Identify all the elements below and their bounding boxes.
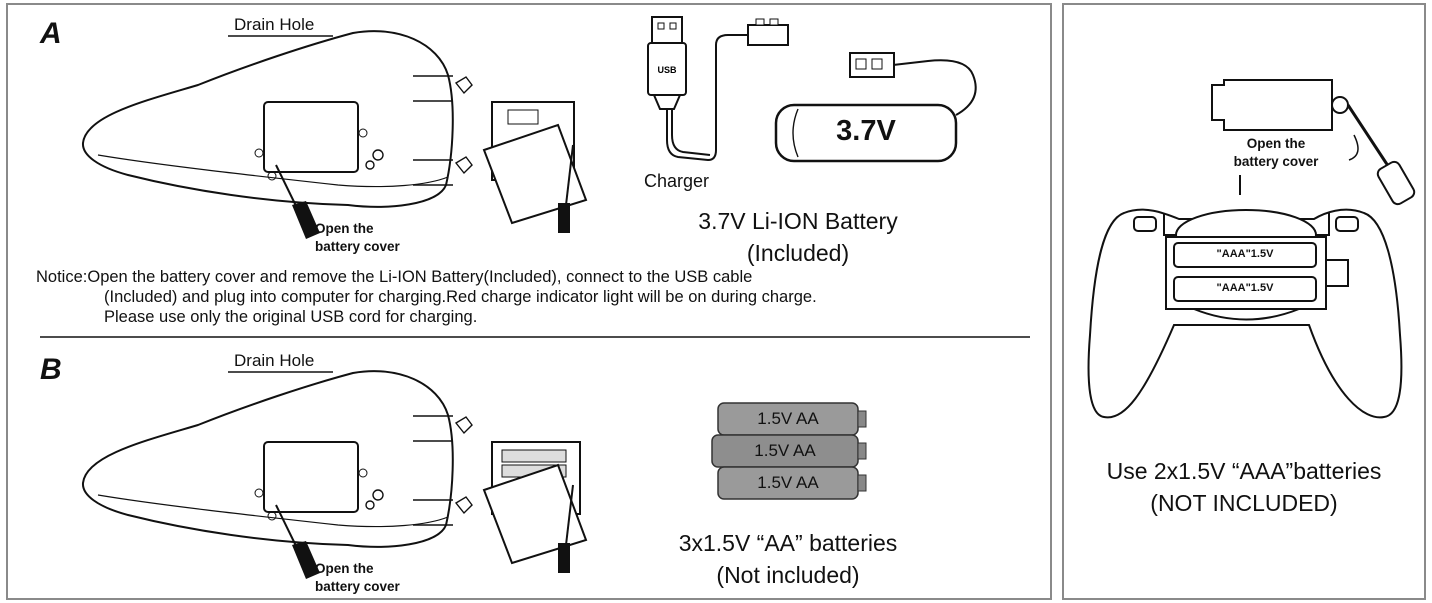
section-a-illustration: USB (40, 16, 1030, 579)
charger-label: Charger (644, 171, 710, 191)
aa-cell-label-2: 1.5V AA (754, 441, 816, 460)
aaa-cell-label-2: "AAA"1.5V (1216, 282, 1274, 294)
instructions-panel-boat: A Drain Hole (6, 3, 1052, 600)
section-b-drain-hole-label: Drain Hole (234, 351, 315, 370)
controller-illustration (1087, 79, 1416, 419)
notice-line-2: (Included) and plug into computer for ch… (104, 288, 817, 306)
aa-caption-line-2: (Not included) (716, 562, 860, 588)
aaa-caption-line-2: (NOT INCLUDED) (1150, 490, 1338, 516)
battery-box-a (482, 101, 588, 233)
li-ion-caption-line-1: 3.7V Li-ION Battery (698, 208, 898, 234)
aaa-caption: Use 2x1.5V “AAA”batteries (NOT INCLUDED) (1064, 455, 1424, 519)
boat-hull-a (82, 30, 473, 239)
controller-battery-cover (1211, 79, 1416, 206)
aaa-cell-label-1: "AAA"1.5V (1216, 248, 1274, 260)
aa-cell-label-3: 1.5V AA (757, 473, 819, 492)
open-cover-line-2: battery cover (315, 239, 400, 254)
open-cover-line-1: Open the (315, 561, 374, 576)
notice-line-3: Please use only the original USB cord fo… (104, 308, 478, 326)
section-a-letter: A (40, 17, 62, 50)
open-cover-line-1: Open the (315, 221, 374, 236)
battery-box-b (482, 441, 588, 573)
notice-line-1: Open the battery cover and remove the Li… (87, 268, 753, 286)
controller-open-cover-label: Open the battery cover (1216, 135, 1336, 171)
notice-text: Notice:Open the battery cover and remove… (36, 267, 817, 327)
section-a-open-cover-label: Open the battery cover (315, 220, 400, 256)
usb-text: USB (657, 65, 677, 75)
aaa-caption-line-1: Use 2x1.5V “AAA”batteries (1106, 458, 1382, 484)
open-cover-line-1: Open the (1246, 136, 1306, 151)
aa-caption: 3x1.5V “AA” batteries (Not included) (628, 527, 948, 591)
aa-battery-cells (711, 402, 867, 500)
game-controller (1087, 208, 1403, 419)
li-ion-caption: 3.7V Li-ION Battery (Included) (648, 205, 948, 269)
usb-charger-cable: USB (647, 16, 789, 162)
notice-prefix: Notice: (36, 268, 88, 286)
li-ion-battery (774, 52, 977, 163)
section-b-open-cover-label: Open the battery cover (315, 560, 400, 596)
open-cover-line-2: battery cover (1233, 154, 1319, 169)
li-ion-caption-line-2: (Included) (746, 240, 850, 266)
open-cover-line-2: battery cover (315, 579, 400, 594)
instructions-panel-controller: Open the battery cover "AAA"1.5V "AAA"1.… (1062, 3, 1426, 600)
aa-caption-line-1: 3x1.5V “AA” batteries (678, 530, 898, 556)
section-b-letter: B (40, 353, 62, 386)
boat-hull-b (82, 370, 473, 579)
section-a-drain-hole-label: Drain Hole (234, 15, 315, 34)
aa-cell-label-1: 1.5V AA (757, 409, 819, 428)
battery-voltage-label: 3.7V (836, 115, 896, 147)
